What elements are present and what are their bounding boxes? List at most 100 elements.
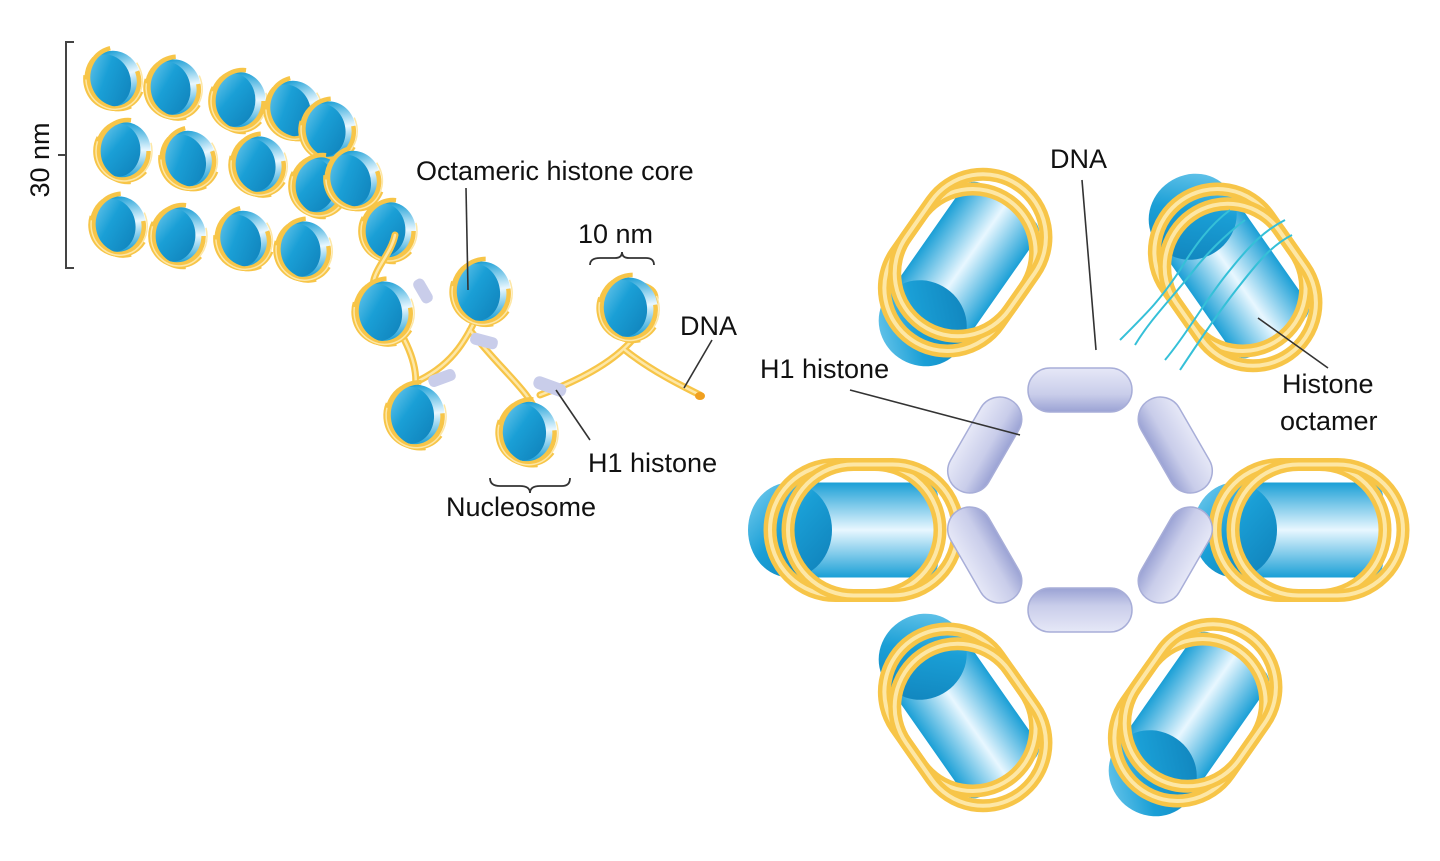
dna-left-label: DNA <box>680 311 737 341</box>
dna-wrap <box>91 191 155 258</box>
h1-histone <box>1027 367 1133 413</box>
nucleosome <box>449 256 520 328</box>
h1-left-leader <box>555 389 591 441</box>
dna-end <box>695 392 705 400</box>
dna-wrap <box>215 205 280 272</box>
nucleosome <box>148 202 215 270</box>
nucleosome <box>208 67 275 135</box>
dna-wrap-highlight <box>150 205 208 267</box>
dna-wrap <box>291 152 355 220</box>
h1-histone-ring <box>946 367 1214 633</box>
dna-wrap <box>276 216 340 283</box>
histone-core <box>353 283 403 341</box>
histone-core <box>215 214 262 267</box>
nucleosome <box>495 397 566 468</box>
nucleosome <box>596 272 667 344</box>
octameric-core-label: Octameric histone core <box>416 156 694 186</box>
h1-histone <box>1137 396 1214 494</box>
fiber-width-label: 30 nm <box>25 122 55 197</box>
dna-loop-highlight <box>892 641 1048 808</box>
dna-wrap-highlight <box>385 382 447 449</box>
h1-histone <box>1027 587 1133 633</box>
h1-right-leader <box>849 389 1021 436</box>
dna-loop-highlight <box>892 172 1048 339</box>
histone-core <box>90 198 136 252</box>
nucleosome <box>83 45 150 112</box>
nucleosome <box>298 96 365 163</box>
dna-loop-highlight <box>1162 201 1318 368</box>
dna-wrap-highlight <box>90 194 148 256</box>
histone-core <box>210 73 256 127</box>
histone-core <box>451 263 501 321</box>
histone-core <box>275 223 321 277</box>
beads-on-string <box>351 187 713 494</box>
dna-loop-highlight <box>1122 622 1278 789</box>
dna-wrap-highlight <box>160 129 219 191</box>
dna-wrap-highlight <box>598 275 660 342</box>
dna-wrap <box>354 276 422 347</box>
nucleosome <box>158 125 225 192</box>
spacing-label: 10 nm <box>578 219 653 249</box>
string-nucleosomes <box>351 256 667 468</box>
dna-right-label: DNA <box>1050 144 1107 174</box>
dna-wrap <box>325 145 390 212</box>
nucleosome <box>351 276 422 347</box>
nucleosome <box>143 54 210 121</box>
histone-core <box>85 54 132 107</box>
dna-wrap-highlight <box>230 134 288 196</box>
dna-wrap-highlight <box>85 49 144 111</box>
dna-wrap <box>160 125 225 192</box>
nucleosome <box>88 191 155 258</box>
h1-histone <box>1137 506 1214 604</box>
solenoid-nucleosome <box>877 613 1053 813</box>
dna-loop-highlight <box>1231 462 1405 598</box>
h1-histone-small <box>533 376 567 397</box>
fiber-nucleosomes <box>83 45 425 283</box>
h1-histone <box>946 396 1023 494</box>
solenoid-nucleosome <box>877 167 1053 367</box>
histone-core <box>150 208 196 262</box>
histone-core <box>160 134 207 187</box>
h1-histone-small <box>428 368 456 388</box>
histone-core <box>325 154 372 207</box>
dna-wrap <box>85 45 150 112</box>
nucleosome-label: Nucleosome <box>446 492 596 522</box>
histone-octamer-label-line2: octamer <box>1280 406 1378 436</box>
nucleosome <box>383 380 454 451</box>
dna-left-leader <box>683 339 713 389</box>
nucleosome-bracket <box>489 477 571 494</box>
dna-wrap <box>361 197 425 265</box>
solenoid-nucleosome <box>1107 617 1283 817</box>
dna-wrap-highlight <box>353 279 415 346</box>
dna-wrap-highlight <box>275 219 333 281</box>
solenoid-nucleosome <box>748 458 965 602</box>
fiber-width-bracket <box>58 41 74 269</box>
histone-core <box>300 103 346 157</box>
histone-core <box>598 279 648 337</box>
dna-wrap-highlight <box>95 120 153 182</box>
nucleosome <box>323 145 390 212</box>
histone-octamer-leader <box>1257 317 1329 369</box>
solenoid-nucleosome <box>1147 173 1323 373</box>
histone-octamer-label-line1: Histone <box>1282 369 1374 399</box>
h1-histone <box>946 506 1023 604</box>
dna-wrap <box>151 202 215 270</box>
dna-wrap <box>96 117 160 185</box>
dna-wrap <box>146 54 210 121</box>
dna-wrap <box>231 131 295 198</box>
solenoid-nucleosomes <box>748 167 1410 817</box>
dna-wrap-highlight <box>215 209 274 271</box>
histone-core <box>95 123 141 177</box>
nucleosome <box>93 117 160 185</box>
dna-wrap-highlight <box>451 259 513 326</box>
histone-core <box>290 158 336 212</box>
histone-core <box>230 138 276 192</box>
dna-wrap-highlight <box>497 399 559 466</box>
octameric-core-leader <box>465 187 469 291</box>
dna-wrap-highlight <box>145 57 203 119</box>
h1-histone-small <box>413 278 433 304</box>
h1-left-label: H1 histone <box>588 448 717 478</box>
dna-wrap <box>211 67 275 135</box>
dna-wrap <box>386 380 454 451</box>
